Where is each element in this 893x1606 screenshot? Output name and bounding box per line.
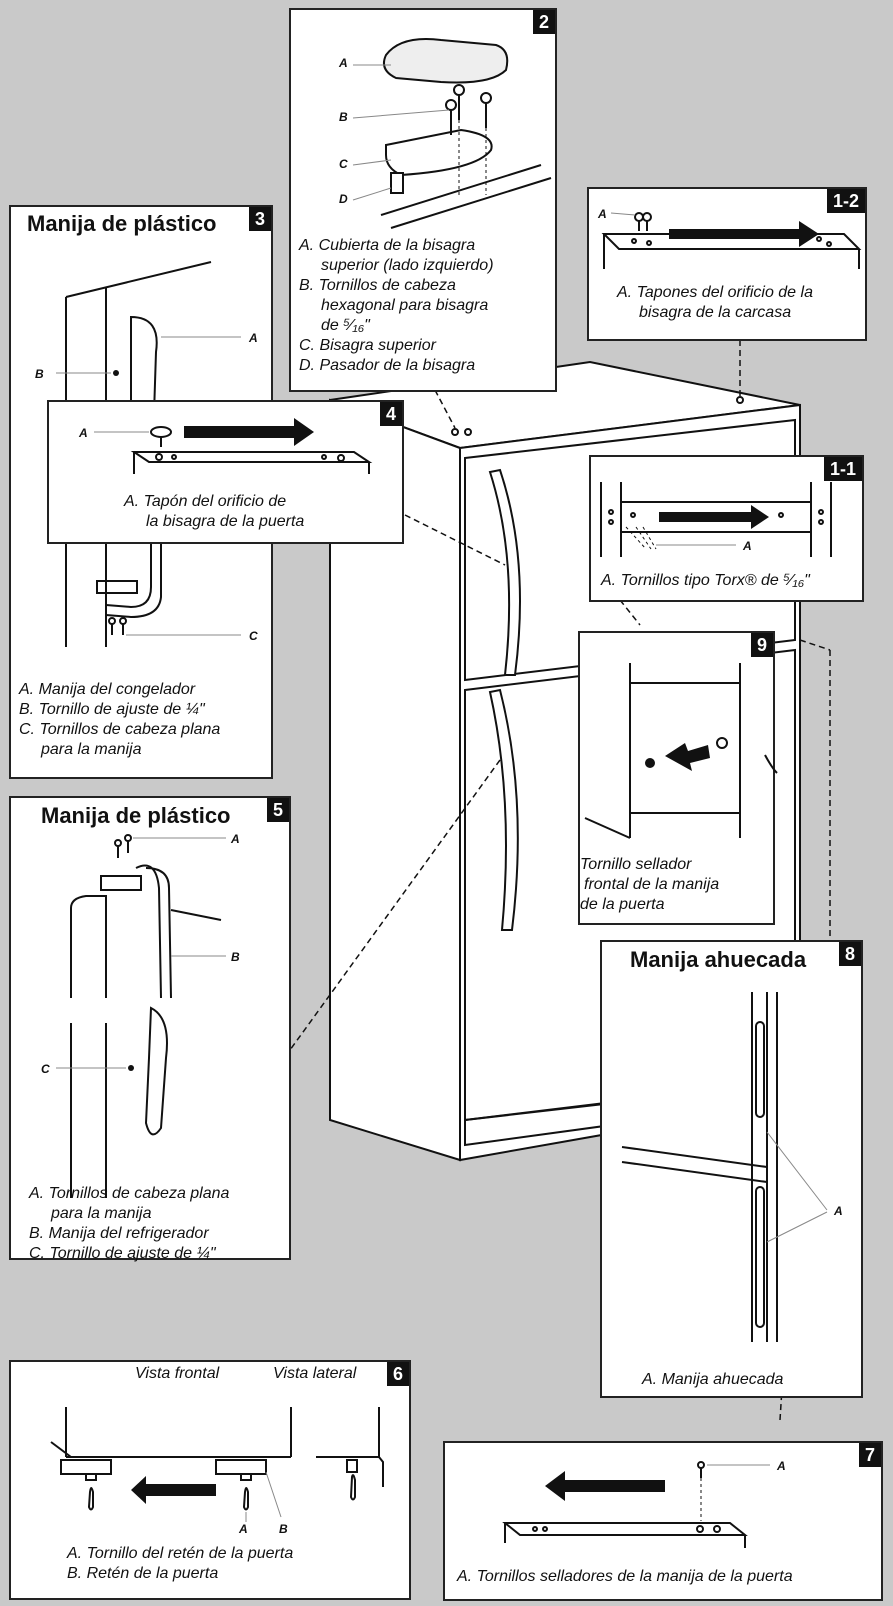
panel-badge: 9 bbox=[750, 633, 773, 657]
panel-badge: 8 bbox=[838, 942, 861, 966]
handle-seal-screws-drawing bbox=[502, 1461, 770, 1548]
label-d: D bbox=[339, 192, 348, 206]
caption-line: de ⁵⁄₁₆" bbox=[321, 317, 370, 334]
caption-line: C. Tornillos de cabeza plana bbox=[19, 721, 221, 738]
caption-line: frontal de la manija bbox=[584, 876, 720, 893]
panel-9-caption: Tornillo sellador frontal de la manija d… bbox=[580, 855, 719, 915]
hinge-cover-drawing bbox=[352, 38, 552, 229]
panel-1-2: 1-2 A A. Tapones del orificio de la bisa… bbox=[587, 187, 867, 341]
caption-line: B. Retén de la puerta bbox=[67, 1565, 219, 1582]
label-b: B bbox=[339, 110, 348, 124]
label-a: A bbox=[231, 832, 240, 846]
panel-5-caption: A. Tornillos de cabeza plana para la man… bbox=[29, 1184, 229, 1264]
panel-2: 2 A B C D A. Cubierta de la bisagra s bbox=[289, 8, 557, 392]
panel-2-caption: A. Cubierta de la bisagra superior (lado… bbox=[299, 236, 494, 376]
panel-badge: 4 bbox=[379, 402, 402, 426]
label-a: A bbox=[249, 331, 258, 345]
panel-4-caption: A. Tapón del orificio de la bisagra de l… bbox=[124, 492, 304, 532]
refrigerator-handle-drawing bbox=[56, 834, 226, 1198]
caption-line: A. Tornillos selladores de la manija de … bbox=[457, 1568, 793, 1585]
label-b: B bbox=[35, 367, 44, 381]
torx-screws-drawing bbox=[600, 482, 832, 557]
caption-line: de la puerta bbox=[580, 896, 665, 913]
panel-3-caption: A. Manija del congelador B. Tornillo de … bbox=[19, 680, 220, 760]
label-a: A bbox=[339, 56, 348, 70]
label-a: A bbox=[743, 539, 752, 553]
caption-line: C. Bisagra superior bbox=[299, 337, 436, 354]
caption-line: bisagra de la carcasa bbox=[639, 304, 792, 321]
caption-line: A. Tornillo del retén de la puerta bbox=[67, 1545, 294, 1562]
panel-6-caption: A. Tornillo del retén de la puerta B. Re… bbox=[67, 1544, 293, 1584]
front-view-label: Vista frontal bbox=[135, 1365, 220, 1382]
caption-line: A. Manija ahuecada bbox=[642, 1371, 784, 1388]
caption-line: A. Tapones del orificio de la bbox=[617, 284, 813, 301]
label-b: B bbox=[279, 1522, 288, 1536]
caption-line: A. Tornillos tipo Torx® de ⁵⁄₁₆" bbox=[601, 572, 810, 589]
panel-badge: 6 bbox=[386, 1362, 409, 1386]
caption-line: B. Manija del refrigerador bbox=[29, 1225, 209, 1242]
panel-8-caption: A. Manija ahuecada bbox=[642, 1370, 783, 1390]
caption-line: la bisagra de la puerta bbox=[146, 513, 305, 530]
panel-7-caption: A. Tornillos selladores de la manija de … bbox=[457, 1567, 793, 1587]
panel-badge: 7 bbox=[858, 1443, 881, 1467]
caption-line: para la manija bbox=[51, 1205, 152, 1222]
panel-title: Manija de plástico bbox=[27, 211, 217, 236]
panel-1-2-caption: A. Tapones del orificio de la bisagra de… bbox=[617, 283, 813, 323]
caption-line: para la manija bbox=[41, 741, 142, 758]
panel-1-1: 1-1 A A. Tornillos tipo Torx® de ⁵⁄₁₆" bbox=[589, 455, 864, 602]
caption-line: B. Tornillos de cabeza bbox=[299, 277, 456, 294]
panel-title: Manija de plástico bbox=[41, 803, 231, 828]
label-b: B bbox=[231, 950, 240, 964]
panel-badge: 3 bbox=[248, 207, 271, 231]
door-stop-drawing bbox=[50, 1407, 384, 1522]
door-hinge-drawing bbox=[94, 418, 373, 474]
label-c: C bbox=[41, 1062, 50, 1076]
caption-line: superior (lado izquierdo) bbox=[321, 257, 494, 274]
panel-7: 7 A A. Tornillos selladores de la manija… bbox=[443, 1441, 883, 1601]
caption-line: A. Manija del congelador bbox=[19, 681, 196, 698]
label-c: C bbox=[339, 157, 348, 171]
label-a: A bbox=[598, 207, 607, 221]
panel-badge: 5 bbox=[266, 798, 289, 822]
label-c: C bbox=[249, 629, 258, 643]
caption-line: C. Tornillo de ajuste de ¼" bbox=[29, 1245, 216, 1262]
front-seal-screw-drawing bbox=[584, 663, 778, 839]
panel-6: 6 Vista frontal Vista lateral A B A. Tor… bbox=[9, 1360, 411, 1600]
panel-badge: 1-1 bbox=[823, 457, 862, 481]
caption-line: B. Tornillo de ajuste de ¼" bbox=[19, 701, 205, 718]
caption-line: A. Cubierta de la bisagra bbox=[299, 237, 476, 254]
panel-1-1-caption: A. Tornillos tipo Torx® de ⁵⁄₁₆" bbox=[601, 571, 810, 591]
panel-5: 5 Manija de plástico A B C A. Tornillos … bbox=[9, 796, 291, 1262]
panel-badge: 1-2 bbox=[826, 189, 865, 213]
label-a: A bbox=[834, 1204, 843, 1218]
label-a: A bbox=[777, 1459, 786, 1473]
panel-9: 9 Tornillo sellador frontal de la manija… bbox=[578, 631, 778, 925]
caption-line: Tornillo sellador bbox=[580, 856, 692, 873]
caption-line: hexagonal para bisagra bbox=[321, 297, 489, 314]
label-a: A bbox=[79, 426, 88, 440]
caption-line: D. Pasador de la bisagra bbox=[299, 357, 476, 374]
label-a: A bbox=[239, 1522, 248, 1536]
caption-line: A. Tapón del orificio de bbox=[124, 493, 287, 510]
panel-title: Manija ahuecada bbox=[630, 947, 807, 972]
panel-8: 8 Manija ahuecada A A. Manija ahuecada bbox=[600, 940, 863, 1398]
caption-line: A. Tornillos de cabeza plana bbox=[29, 1185, 230, 1202]
recessed-handle-drawing bbox=[621, 992, 828, 1342]
panel-4: 4 A A. Tapón del orificio de la bisagra … bbox=[47, 400, 404, 544]
cabinet-hinge-drawing bbox=[601, 212, 862, 269]
panel-badge: 2 bbox=[532, 10, 555, 34]
side-view-label: Vista lateral bbox=[273, 1365, 357, 1382]
